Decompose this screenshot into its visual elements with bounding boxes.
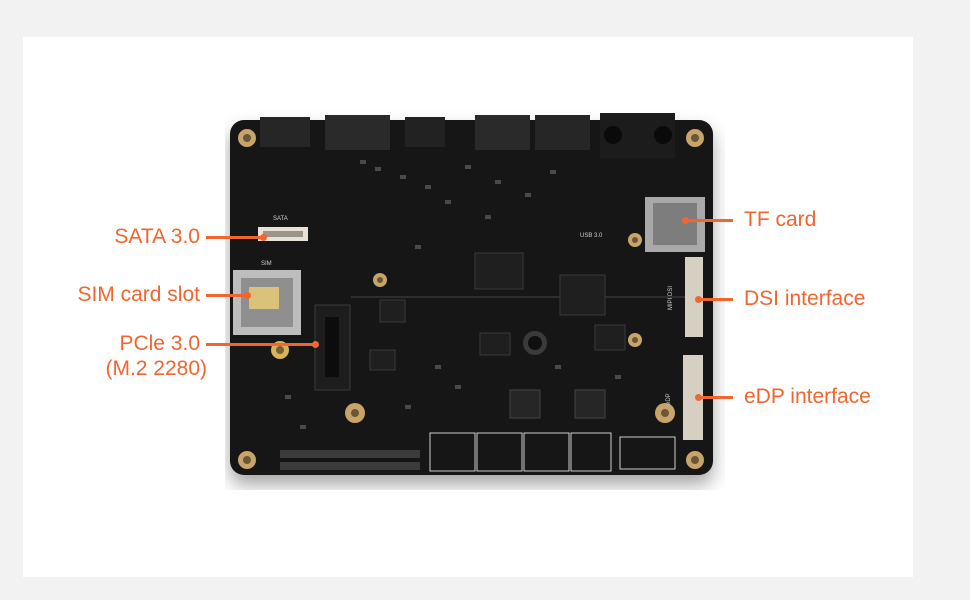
- leader-edp: [698, 396, 733, 399]
- callout-pcie: PCle 3.0: [119, 332, 200, 355]
- callout-sim: SIM card slot: [77, 283, 200, 306]
- svg-text:MIPI DSI: MIPI DSI: [668, 286, 674, 310]
- chip-5: [509, 389, 541, 419]
- leader-sim: [206, 294, 250, 297]
- callout-dsi: DSI interface: [744, 287, 866, 310]
- connector-top-4: [475, 115, 530, 150]
- callout-sata: SATA 3.0: [114, 225, 200, 248]
- connector-top-2: [325, 115, 390, 150]
- svg-text:SATA: SATA: [273, 216, 288, 222]
- chip-8: [369, 349, 396, 371]
- leader-sata-dot: [260, 234, 267, 241]
- leader-dsi-dot: [695, 296, 702, 303]
- leader-sim-dot: [244, 292, 251, 299]
- connector-top-1: [260, 117, 310, 147]
- callout-edp: eDP interface: [744, 385, 871, 408]
- chip-4: [594, 324, 626, 351]
- audio-jack-2: [654, 126, 672, 144]
- chip-6: [574, 389, 606, 419]
- leader-dsi: [698, 298, 733, 301]
- edp-connector: [683, 355, 703, 440]
- leader-tf-dot: [682, 217, 689, 224]
- callout-tf: TF card: [744, 208, 817, 231]
- svg-text:eDP: eDP: [666, 393, 672, 405]
- silkscreen-blocks: [429, 432, 676, 472]
- chip-3: [379, 299, 406, 323]
- chip-7: [479, 332, 511, 356]
- chip-1: [474, 252, 524, 290]
- gpio-header: [280, 450, 420, 470]
- connector-top-3: [405, 117, 445, 147]
- board-photo: SATA SIM MIPI DSI eDP USB 3.0: [225, 105, 725, 490]
- leader-edp-dot: [695, 394, 702, 401]
- svg-text:USB 3.0: USB 3.0: [580, 233, 603, 239]
- callout-pcie-sub: (M.2 2280): [105, 357, 207, 380]
- svg-text:SIM: SIM: [261, 261, 272, 267]
- leader-tf: [685, 219, 733, 222]
- chip-2: [559, 274, 606, 316]
- dsi-connector: [685, 257, 703, 337]
- audio-jack-1: [604, 126, 622, 144]
- leader-pcie: [206, 343, 318, 346]
- leader-sata: [206, 236, 266, 239]
- leader-pcie-dot: [312, 341, 319, 348]
- connector-top-5: [535, 115, 590, 150]
